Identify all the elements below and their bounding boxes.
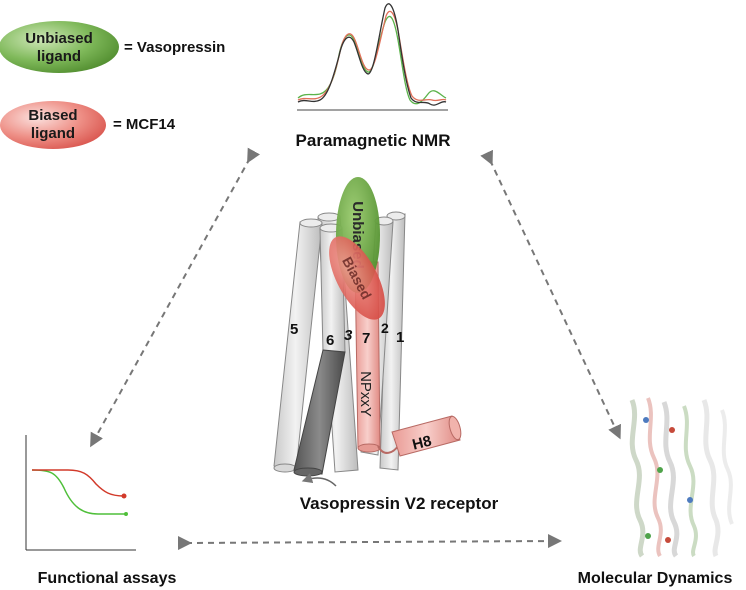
helix-label-7: 7 bbox=[362, 330, 370, 347]
legend-biased: Biased ligand = MCF14 bbox=[0, 101, 176, 149]
assay-curve-green bbox=[31, 469, 126, 515]
unbiased-equals-label: = Vasopressin bbox=[124, 39, 225, 56]
functional-assays-chart: Functional assays bbox=[25, 435, 177, 587]
arrow-nmr-to-assays bbox=[90, 147, 260, 448]
functional-assays-label: Functional assays bbox=[38, 570, 177, 587]
helix-label-1: 1 bbox=[396, 329, 404, 346]
biased-pill-line2: ligand bbox=[31, 125, 75, 142]
npxxy-label: NPxxY bbox=[357, 371, 374, 417]
helix-label-2: 2 bbox=[381, 320, 389, 336]
helix-label-5: 5 bbox=[290, 321, 298, 338]
helix-label-6: 6 bbox=[326, 332, 334, 349]
molecular-dynamics-label: Molecular Dynamics bbox=[578, 570, 733, 587]
biased-equals-label: = MCF14 bbox=[113, 116, 176, 133]
nmr-spectrum: Paramagnetic NMR bbox=[296, 3, 451, 150]
molecular-dynamics-illustration: Molecular Dynamics bbox=[578, 397, 734, 587]
unbiased-pill-line1: Unbiased bbox=[25, 30, 93, 47]
assay-curve-red bbox=[32, 469, 125, 497]
rotation-arrow bbox=[301, 473, 337, 487]
biased-ligand-pill bbox=[0, 101, 106, 149]
unbiased-pill-line2: ligand bbox=[37, 48, 81, 65]
h8-label: H8 bbox=[411, 433, 434, 454]
helix-label-3: 3 bbox=[344, 327, 353, 344]
nmr-trace-green bbox=[297, 15, 447, 105]
arrow-nmr-to-dynamics bbox=[480, 149, 621, 440]
nmr-trace-red bbox=[297, 10, 447, 102]
connector-arrows bbox=[90, 147, 621, 551]
receptor-title: Vasopressin V2 receptor bbox=[300, 494, 499, 513]
helix-h8: H8 bbox=[377, 415, 462, 457]
nmr-trace-black bbox=[297, 3, 447, 106]
arrow-assays-to-dynamics bbox=[177, 534, 562, 551]
helix-6-tilted-segment bbox=[293, 349, 346, 475]
nmr-title: Paramagnetic NMR bbox=[296, 131, 451, 150]
unbiased-ligand-pill bbox=[0, 21, 119, 73]
biased-ligand-shape bbox=[329, 236, 385, 320]
receptor-illustration: H8 Unbiased Biased 5 6 3 7 2 1 NPxxY Vas… bbox=[273, 177, 499, 513]
biased-pill-line1: Biased bbox=[28, 107, 77, 124]
legend-unbiased: Unbiased ligand = Vasopressin bbox=[0, 21, 225, 73]
